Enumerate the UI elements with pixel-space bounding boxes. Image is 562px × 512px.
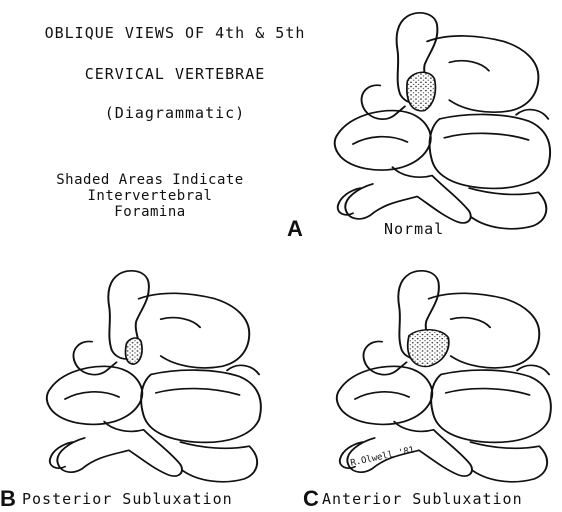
figure-title-line-3: (Diagrammatic) bbox=[0, 104, 350, 122]
vertebrae-drawing-icon bbox=[305, 10, 545, 230]
panel-a-caption: Normal bbox=[384, 220, 444, 238]
panel-c-letter: C bbox=[303, 486, 319, 512]
vertebrae-drawing-icon bbox=[300, 268, 550, 483]
note-line-2: Intervertebral bbox=[0, 188, 300, 204]
vertebrae-drawing-icon bbox=[10, 268, 260, 483]
panel-b-letter: B bbox=[0, 486, 16, 512]
panel-a-letter: A bbox=[287, 216, 303, 242]
note-line-1: Shaded Areas Indicate bbox=[0, 172, 300, 188]
figure-title-line-1: OBLIQUE VIEWS OF 4th & 5th bbox=[0, 24, 350, 42]
note-line-3: Foramina bbox=[0, 204, 300, 220]
panel-b-caption: Posterior Subluxation bbox=[22, 490, 233, 508]
figure-title-line-2: CERVICAL VERTEBRAE bbox=[0, 65, 350, 83]
panel-c-caption: Anterior Subluxation bbox=[322, 490, 523, 508]
